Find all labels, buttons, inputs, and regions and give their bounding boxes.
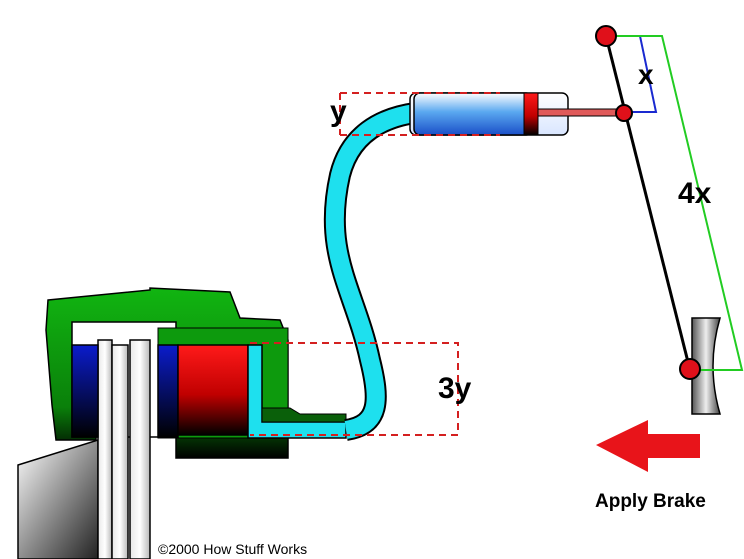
rotor-disc bbox=[129, 339, 151, 559]
label-4x: 4x bbox=[678, 177, 712, 210]
brake-pad-inner bbox=[157, 344, 179, 438]
label-x: x bbox=[638, 59, 654, 90]
rotor-disc bbox=[111, 344, 129, 559]
master-cylinder-piston bbox=[523, 92, 539, 136]
pedal-lever bbox=[604, 35, 692, 371]
rotor-hub bbox=[17, 438, 99, 559]
pedal-pivot-top bbox=[595, 25, 617, 47]
push-rod-pivot bbox=[615, 104, 633, 122]
label-apply-brake: Apply Brake bbox=[595, 491, 706, 512]
dimension-4x bbox=[614, 35, 744, 371]
dimension-y bbox=[339, 92, 500, 136]
apply-brake-arrow bbox=[596, 420, 700, 472]
label-y: y bbox=[330, 95, 347, 128]
master-cylinder-fluid bbox=[413, 92, 533, 136]
label-3y: 3y bbox=[438, 372, 472, 405]
brake-hose-fluid bbox=[325, 104, 417, 439]
caliper-piston bbox=[177, 344, 249, 436]
rotor-disc bbox=[97, 339, 113, 559]
caliper-port bbox=[261, 407, 347, 423]
copyright-text: ©2000 How Stuff Works bbox=[158, 541, 307, 557]
brake-pad-outer bbox=[71, 344, 99, 438]
dimension-3y bbox=[250, 342, 459, 436]
caliper-fluid bbox=[247, 344, 347, 439]
pedal-pivot-bottom bbox=[679, 358, 701, 380]
push-rod bbox=[537, 108, 623, 117]
